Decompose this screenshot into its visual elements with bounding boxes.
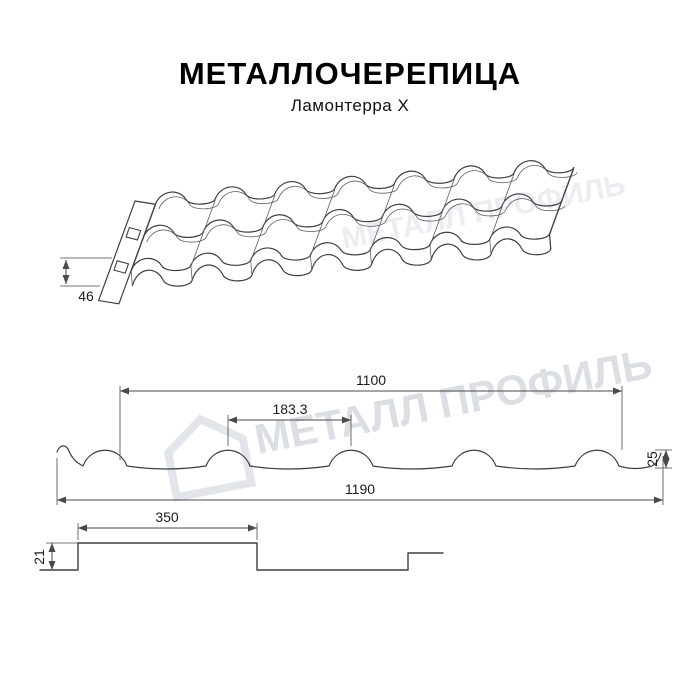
- cross-section-profile: [56, 445, 662, 470]
- dimension-profile-height-25: 25: [644, 449, 672, 469]
- sheet-right-edge: [548, 167, 575, 250]
- brand-logo-icon: [163, 414, 257, 502]
- sheet-left-band: [97, 200, 156, 305]
- front-edge-profile: [130, 234, 552, 291]
- dimension-step-height-21: 21: [31, 542, 78, 570]
- page-title: МЕТАЛЛОЧЕРЕПИЦА: [179, 56, 521, 91]
- dim-25-label: 25: [644, 451, 660, 467]
- watermark-text-main: МЕТАЛЛ ПРОФИЛЬ: [251, 340, 656, 463]
- dim-183-label: 183.3: [272, 401, 307, 417]
- dim-1190-label: 1190: [345, 481, 375, 497]
- band-clip-2: [113, 260, 130, 274]
- dim-1100-label: 1100: [356, 372, 386, 388]
- dim-46-label: 46: [78, 288, 94, 304]
- roof-sheet-perspective: [97, 156, 579, 305]
- extension-lines: [60, 257, 112, 287]
- dim-21-label: 21: [31, 549, 47, 565]
- dimension-module-length-350: 350: [77, 509, 258, 540]
- dimension-cover-width-1100: 1100: [119, 372, 623, 460]
- front-edge-verticals: [130, 234, 552, 286]
- dimension-step-46: 46: [60, 257, 112, 304]
- page-subtitle: Ламонтерра X: [291, 96, 410, 115]
- extension-lines: [119, 386, 623, 460]
- dim-350-label: 350: [155, 509, 179, 525]
- extension-lines: [77, 523, 258, 540]
- watermark-text-secondary: МЕТАЛЛ ПРОФИЛЬ: [339, 168, 628, 255]
- step-profile-line: [39, 542, 444, 571]
- dimension-full-width-1190: 1190: [56, 456, 664, 505]
- longitudinal-profile: 350 21: [31, 509, 444, 571]
- band-clip-1: [125, 226, 142, 241]
- watermark: МЕТАЛЛ ПРОФИЛЬ МЕТАЛЛ ПРОФИЛЬ: [163, 168, 656, 502]
- cross-section: 1100 183.3 25 1190: [56, 372, 672, 505]
- dimension-module-width-183: 183.3: [227, 401, 352, 446]
